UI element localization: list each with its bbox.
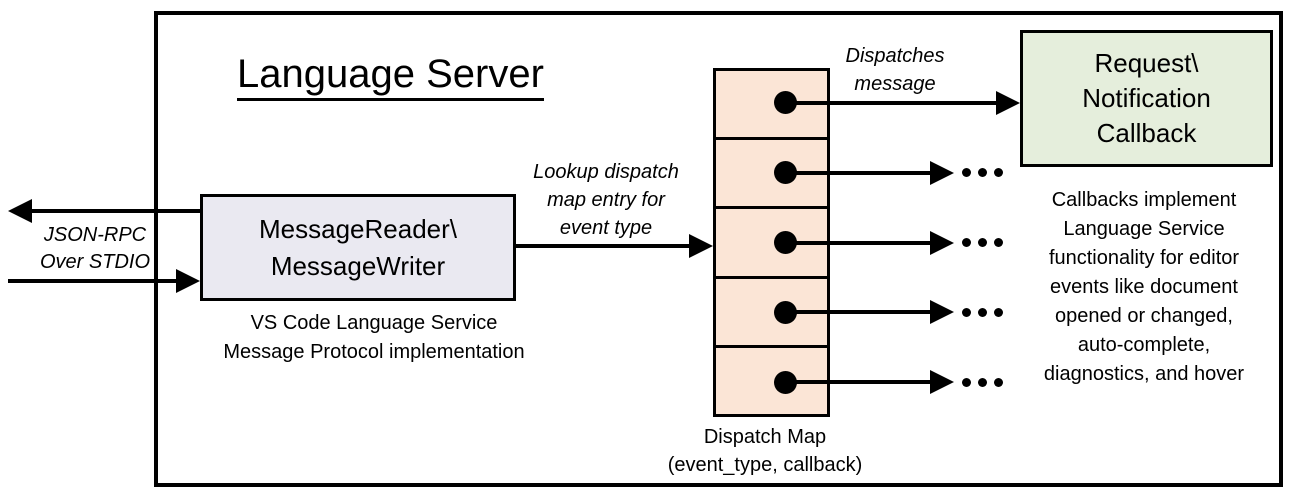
json-rpc-label: JSON-RPC Over STDIO (39, 224, 150, 273)
language-server-frame (154, 11, 1283, 487)
reader-caption: VS Code Language Service Message Protoco… (223, 312, 525, 363)
message-reader-writer-box: MessageReader\ MessageWriter (200, 194, 516, 301)
stdio-in-arrowhead-icon (176, 269, 200, 293)
dispatch-map-cell (716, 71, 827, 141)
callbacks-description: Callbacks implement Language Service fun… (1043, 189, 1245, 385)
request-notification-callback-box: Request\ Notification Callback (1020, 30, 1273, 167)
stdio-in-arrow-line (8, 279, 178, 283)
stdio-out-arrow-line (30, 209, 200, 213)
dispatch-map-cell (716, 348, 827, 414)
dispatches-message-label: Dispatches message (845, 45, 945, 95)
dispatch-map-cell (716, 279, 827, 348)
dispatch-map-caption: Dispatch Map (event_type, callback) (667, 426, 863, 476)
dispatch-map (713, 68, 830, 417)
dispatch-map-cell (716, 209, 827, 279)
dispatch-map-cell (716, 140, 827, 210)
message-reader-writer-label: MessageReader\ MessageWriter (259, 213, 457, 281)
stdio-out-arrowhead-icon (8, 199, 32, 223)
lookup-arrowhead-icon (689, 234, 713, 258)
lookup-arrow-label: Lookup dispatch map entry for event type (533, 161, 679, 239)
diagram-title: Language Server (237, 52, 544, 101)
callback-box-label: Request\ Notification Callback (1082, 48, 1211, 148)
lookup-arrow-line (515, 244, 691, 248)
